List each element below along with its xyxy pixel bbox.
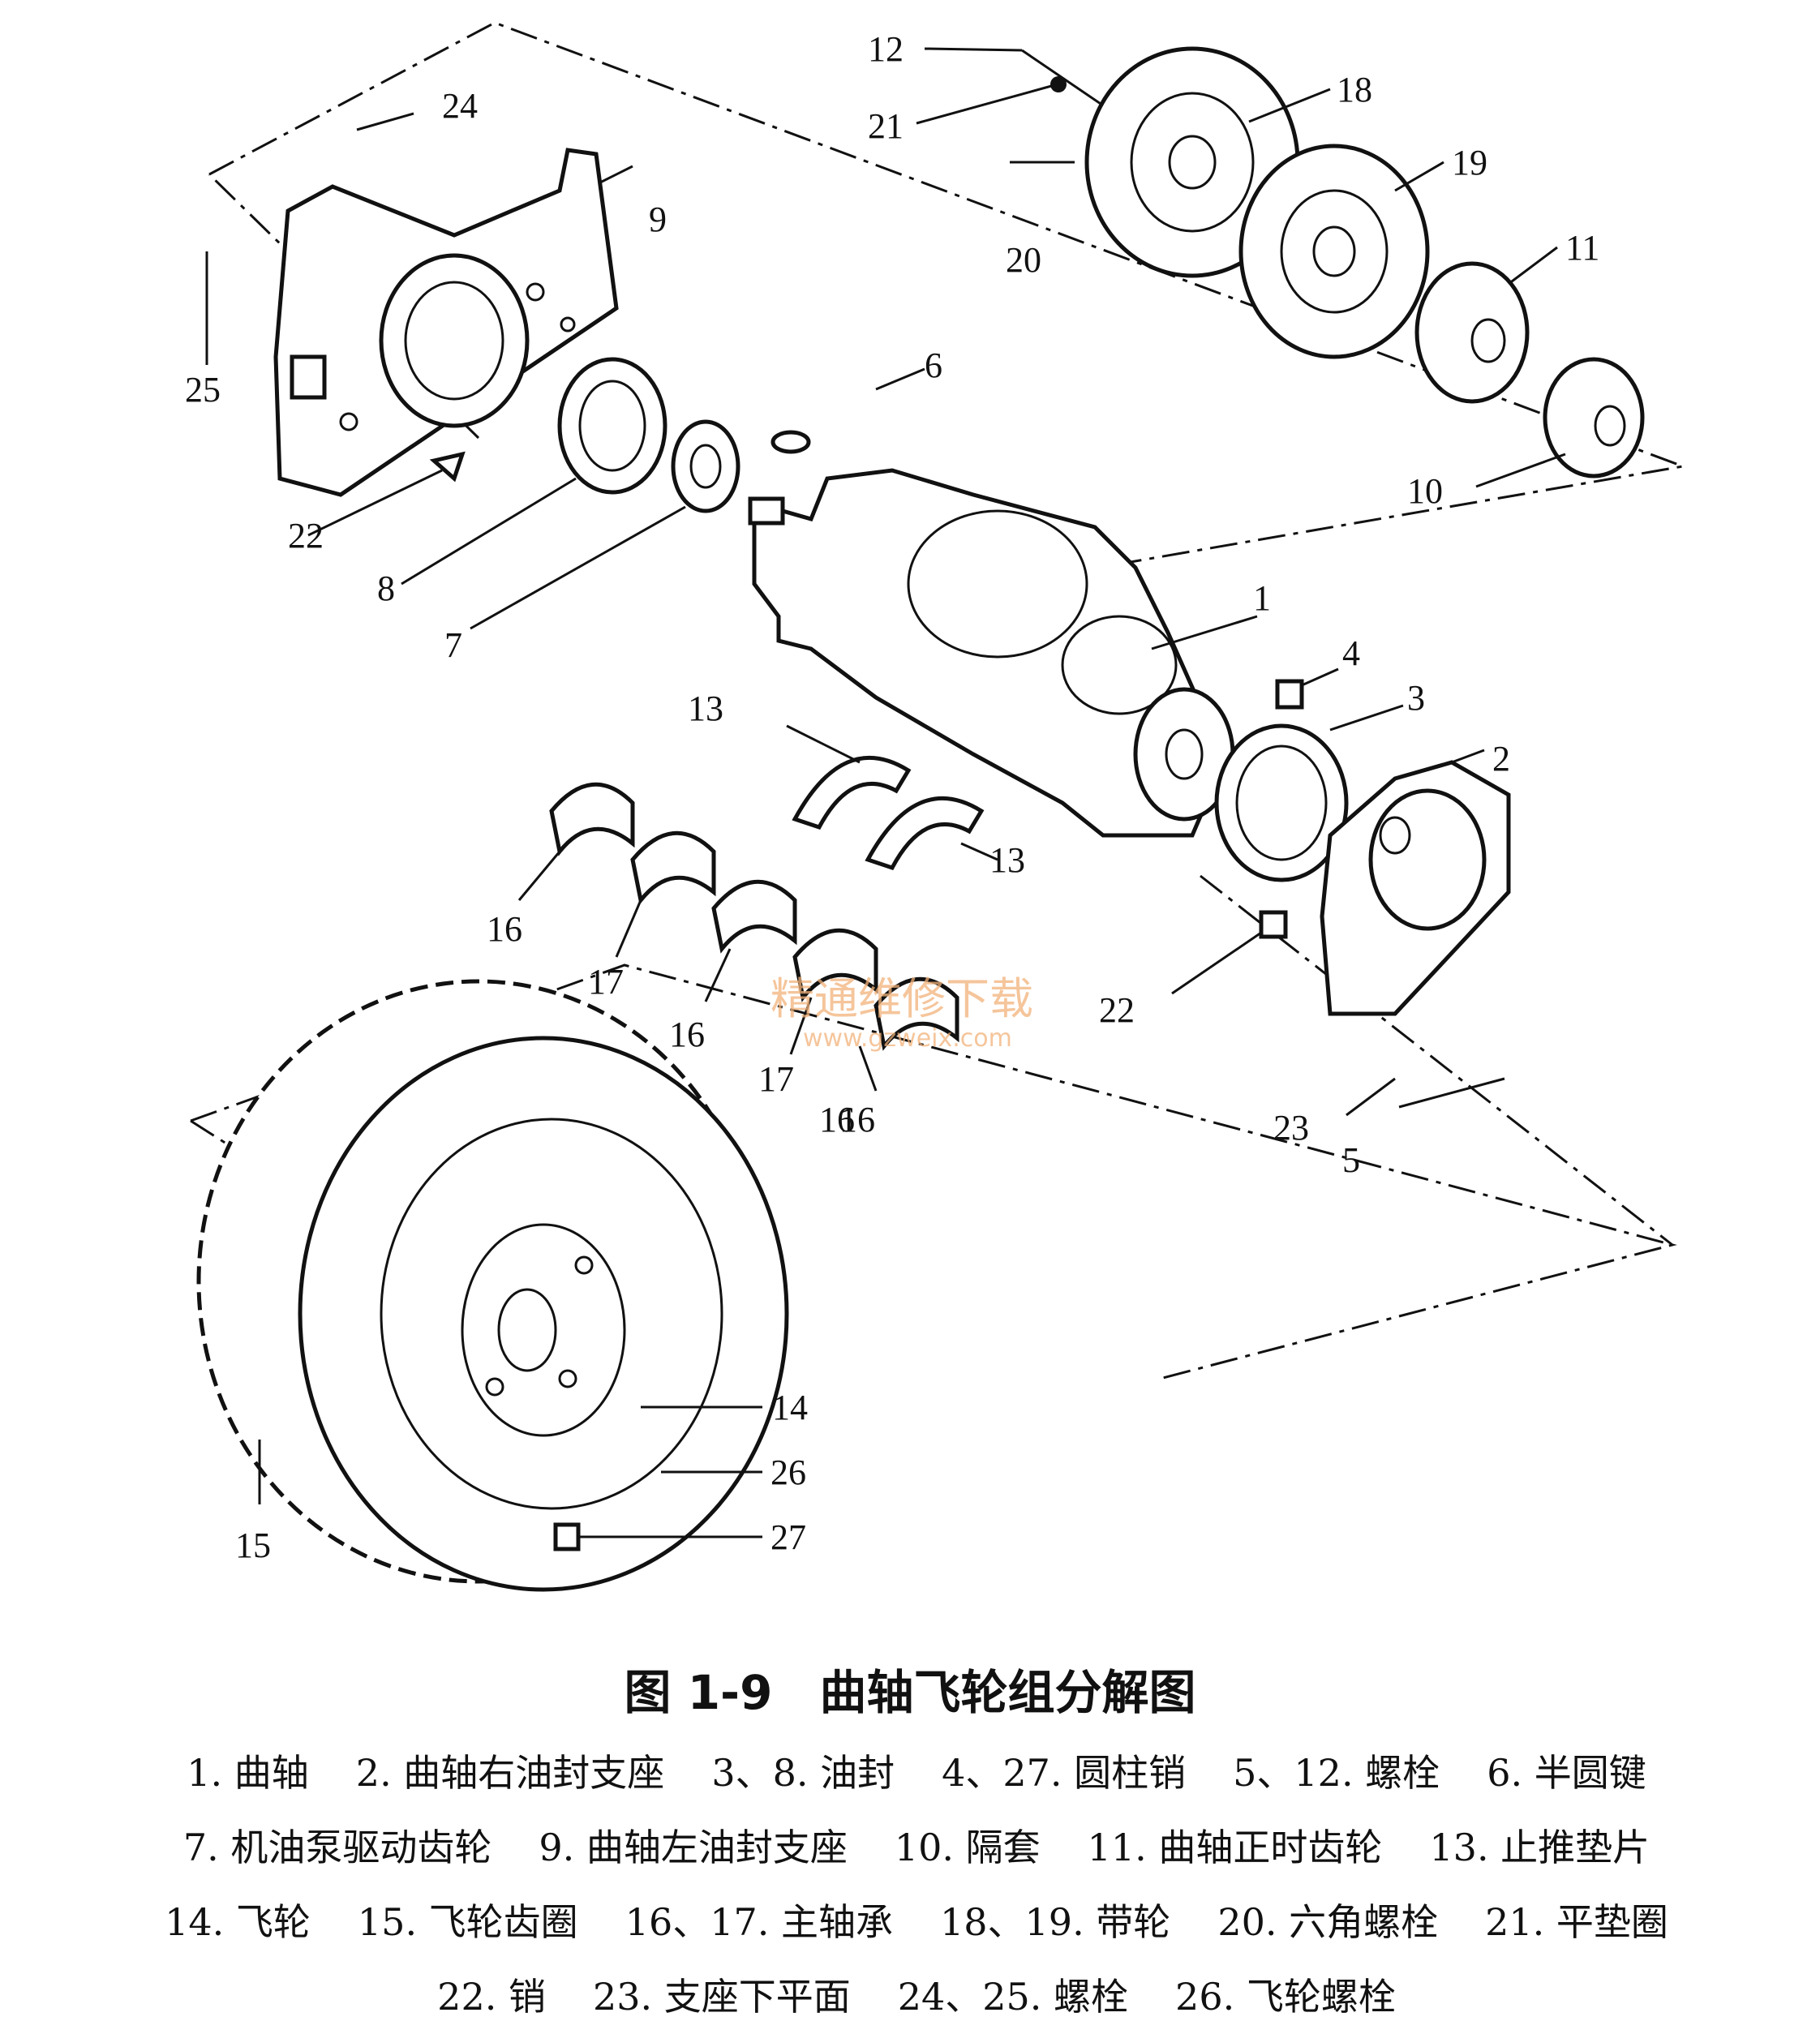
callout-label: 16 xyxy=(669,1015,705,1054)
spacer xyxy=(1543,357,1645,478)
washer-marker xyxy=(1050,76,1067,92)
callout-label: 16 xyxy=(487,909,522,949)
callout-label: 3 xyxy=(1407,678,1425,718)
legend-item: 13. 止推垫片 xyxy=(1429,1826,1650,1869)
half-round-key xyxy=(770,430,811,454)
pin-22-left xyxy=(429,451,466,483)
legend-item: 11. 曲轴正时齿轮 xyxy=(1087,1826,1383,1869)
callout-label: 17 xyxy=(758,1059,794,1099)
callout-label: 2 xyxy=(1492,739,1510,779)
flywheel-with-ring-gear xyxy=(196,979,789,1592)
legend-item: 5、12. 螺栓 xyxy=(1233,1751,1440,1795)
legend-row: 14. 飞轮 15. 飞轮齿圈 16、17. 主轴承 18、19. 带轮 20.… xyxy=(65,1885,1768,1959)
thrust-washer-lower xyxy=(865,796,985,871)
legend-item: 4、27. 圆柱销 xyxy=(942,1751,1187,1795)
legend-item: 6. 半圆键 xyxy=(1487,1751,1646,1795)
legend-item: 20. 六角螺栓 xyxy=(1217,1900,1439,1944)
thrust-washer-upper xyxy=(792,755,912,830)
legend-item: 16、17. 主轴承 xyxy=(625,1900,893,1944)
legend-item: 9. 曲轴左油封支座 xyxy=(539,1826,848,1869)
callout-label: 1 xyxy=(1253,578,1271,618)
legend-item: 24、25. 螺栓 xyxy=(897,1975,1129,2019)
callout-label: 22 xyxy=(288,516,324,556)
callout-label: 20 xyxy=(1006,240,1041,280)
legend-item: 15. 飞轮齿圈 xyxy=(357,1900,578,1944)
leader-lines xyxy=(205,47,1566,1538)
legend-item: 1. 曲轴 xyxy=(187,1751,309,1795)
callout-label: 7 xyxy=(444,625,462,665)
callout-label: 27 xyxy=(770,1517,806,1557)
callout-label: 14 xyxy=(772,1388,808,1427)
pulley-19 xyxy=(1238,144,1430,359)
legend-row: 7. 机油泵驱动齿轮 9. 曲轴左油封支座 10. 隔套 11. 曲轴正时齿轮 … xyxy=(65,1810,1768,1885)
legend-item: 22. 销 xyxy=(437,1975,546,2019)
watermark-cn: 精通维修下载 xyxy=(770,973,1033,1024)
legend-item: 26. 飞轮螺栓 xyxy=(1175,1975,1396,2019)
legend-row: 22. 销 23. 支座下平面 24、25. 螺栓 26. 飞轮螺栓 xyxy=(65,1959,1768,2034)
callout-label: 21 xyxy=(868,106,904,146)
right-oil-seal-seat xyxy=(1320,760,1511,1016)
callout-label: 15 xyxy=(235,1526,271,1565)
figure-caption: 图 1-9 曲轴飞轮组分解图 xyxy=(624,1665,1196,1720)
callout-label: 25 xyxy=(185,370,221,410)
callout-label: 23 xyxy=(1273,1108,1309,1148)
legend-item: 7. 机油泵驱动齿轮 xyxy=(182,1826,492,1869)
callout-label: 26 xyxy=(770,1453,806,1492)
callout-label: 12 xyxy=(868,29,904,69)
main-bearings xyxy=(549,782,959,1051)
callout-label: 10 xyxy=(1407,471,1443,511)
callout-label: 18 xyxy=(1337,70,1372,109)
oil-seal-3 xyxy=(1214,723,1349,882)
exploded-diagram: 精通维修下载 www.gzweix.com 1 2 3 4 5 6 7 8 9 … xyxy=(185,21,1688,1592)
callout-label: 17 xyxy=(588,962,624,1002)
crankshaft xyxy=(748,468,1235,838)
callout-label: 24 xyxy=(442,86,478,126)
callout-label: 6 xyxy=(925,345,942,385)
legend-item: 18、19. 带轮 xyxy=(940,1900,1171,1944)
legend-row: 1. 曲轴 2. 曲轴右油封支座 3、8. 油封 4、27. 圆柱销 5、12.… xyxy=(65,1736,1768,1810)
callout-label: 13 xyxy=(989,840,1025,880)
callout-label: 11 xyxy=(1565,228,1599,268)
left-oil-seal-seat xyxy=(273,148,619,497)
callout-label: 13 xyxy=(688,689,723,728)
callout-label: 5 xyxy=(1342,1140,1360,1180)
dowel-pin-4 xyxy=(1275,679,1304,710)
callout-label: 22 xyxy=(1099,990,1135,1030)
legend-item: 10. 隔套 xyxy=(894,1826,1041,1869)
dowel-pin-27 xyxy=(553,1522,581,1551)
legend-item: 2. 曲轴右油封支座 xyxy=(355,1751,665,1795)
callout-label: 4 xyxy=(1342,633,1360,673)
pin-22-right xyxy=(1259,910,1288,939)
oil-pump-drive-gear xyxy=(671,419,740,513)
callout-label: 19 xyxy=(1452,143,1487,182)
callout-label: 16 xyxy=(839,1100,875,1139)
oil-seal-8 xyxy=(557,357,667,495)
crankshaft-timing-gear xyxy=(1414,261,1530,404)
callout-labels: 1 2 3 4 5 6 7 8 9 10 11 12 13 13 14 15 1… xyxy=(185,29,1599,1565)
legend-item: 21. 平垫圈 xyxy=(1485,1900,1668,1944)
parts-legend: 1. 曲轴 2. 曲轴右油封支座 3、8. 油封 4、27. 圆柱销 5、12.… xyxy=(65,1736,1768,2034)
legend-item: 3、8. 油封 xyxy=(711,1751,895,1795)
callout-label: 9 xyxy=(649,200,667,239)
callout-label: 16 xyxy=(819,1100,855,1139)
legend-item: 14. 飞轮 xyxy=(165,1900,311,1944)
callout-label: 8 xyxy=(377,569,395,608)
watermark-url: www.gzweix.com xyxy=(803,1024,1012,1053)
legend-item: 23. 支座下平面 xyxy=(592,1975,851,2019)
